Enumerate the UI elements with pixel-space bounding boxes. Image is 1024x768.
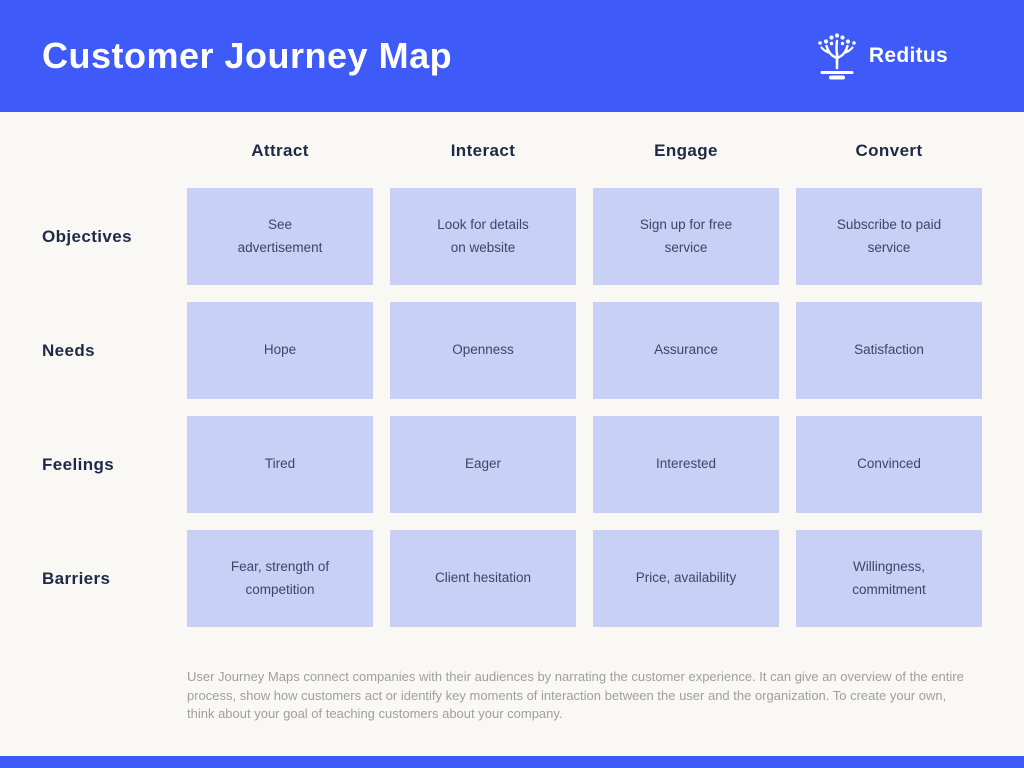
row-label-feelings: Feelings bbox=[42, 454, 115, 474]
bottom-accent-bar bbox=[0, 756, 1024, 768]
row-label-objectives: Objectives bbox=[42, 226, 132, 246]
cell-objectives-engage: Sign up for free service bbox=[593, 188, 779, 285]
cell-objectives-attract: See advertisement bbox=[187, 188, 373, 285]
cell-feelings-engage: Interested bbox=[593, 416, 779, 513]
row-label-needs: Needs bbox=[42, 340, 96, 360]
corner-spacer bbox=[42, 131, 170, 171]
header-banner: Customer Journey Map bbox=[0, 0, 1024, 112]
cell-objectives-interact: Look for details on website bbox=[390, 188, 576, 285]
column-header-engage: Engage bbox=[654, 141, 718, 160]
cell-needs-interact: Openness bbox=[390, 302, 576, 399]
journey-matrix: Attract Interact Engage Convert Objectiv… bbox=[42, 131, 1024, 627]
column-header-convert: Convert bbox=[855, 141, 923, 160]
cell-needs-convert: Satisfaction bbox=[796, 302, 982, 399]
column-header-attract: Attract bbox=[251, 141, 309, 160]
tree-logo-icon bbox=[816, 31, 858, 81]
cell-feelings-convert: Convinced bbox=[796, 416, 982, 513]
cell-needs-attract: Hope bbox=[187, 302, 373, 399]
brand-name: Reditus bbox=[868, 44, 948, 67]
row-label-barriers: Barriers bbox=[42, 568, 111, 588]
cell-barriers-engage: Price, availability bbox=[593, 530, 779, 627]
cell-objectives-convert: Subscribe to paid service bbox=[796, 188, 982, 285]
cell-barriers-convert: Willingness, commitment bbox=[796, 530, 982, 627]
description-paragraph: User Journey Maps connect companies with… bbox=[187, 669, 964, 722]
cell-feelings-interact: Eager bbox=[390, 416, 576, 513]
page-title: Customer Journey Map bbox=[42, 35, 453, 76]
brand-logo: Reditus bbox=[816, 31, 948, 81]
cell-barriers-interact: Client hesitation bbox=[390, 530, 576, 627]
cell-barriers-attract: Fear, strength of competition bbox=[187, 530, 373, 627]
cell-feelings-attract: Tired bbox=[187, 416, 373, 513]
cell-needs-engage: Assurance bbox=[593, 302, 779, 399]
column-header-interact: Interact bbox=[450, 141, 516, 160]
